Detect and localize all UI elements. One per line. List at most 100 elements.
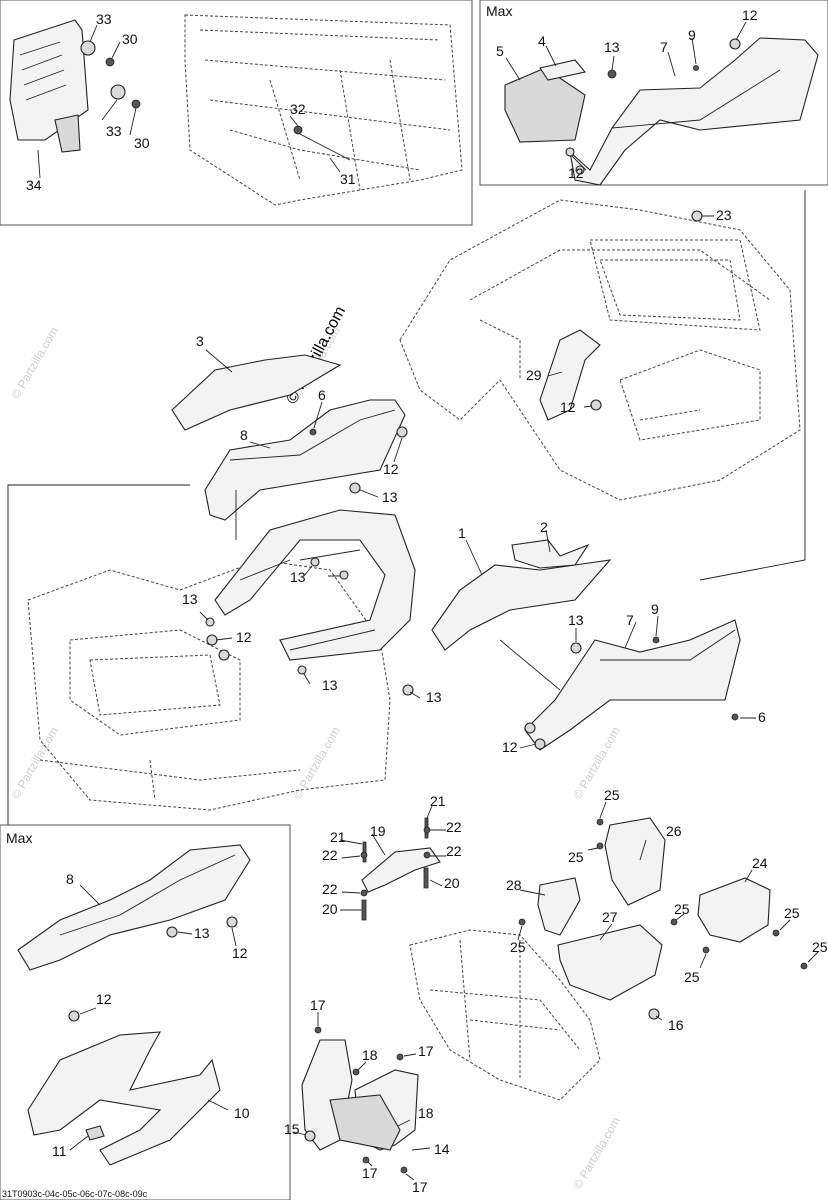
callout-label: 8 <box>240 427 248 443</box>
nut-13 <box>570 642 582 654</box>
fender-8-max <box>17 844 251 971</box>
leader-lines <box>205 349 403 540</box>
nut-13e <box>402 684 414 696</box>
callout-label: 25 <box>812 939 828 955</box>
panel-title: Max <box>486 3 512 19</box>
nut-12 <box>590 399 602 411</box>
fender-8-edge <box>229 409 396 461</box>
callout-label: 30 <box>134 135 150 151</box>
nut-18 <box>352 1068 360 1076</box>
leader-lines <box>465 529 756 749</box>
guard-26 <box>604 817 666 906</box>
callout-label: 1 <box>458 525 466 541</box>
callout-label: 24 <box>752 855 768 871</box>
leader-lines <box>505 21 747 171</box>
washer-22a <box>360 851 368 859</box>
bolt-31 <box>299 133 351 161</box>
bolt-20a <box>361 899 367 921</box>
callout-label: 22 <box>446 843 462 859</box>
callout-label: 18 <box>418 1105 434 1121</box>
bracket-14 <box>329 1094 401 1151</box>
callout-label: 20 <box>444 875 460 891</box>
nut-12a <box>206 634 218 646</box>
guard-29 <box>539 329 601 421</box>
callout-label: 22 <box>322 881 338 897</box>
front-body-assembly: 13 13 12 13 13 <box>27 509 442 811</box>
guards-group: 25 25 26 28 27 24 25 25 25 25 25 16 <box>409 787 828 1101</box>
panel-title: Max <box>6 830 32 846</box>
nut-12a <box>524 722 536 734</box>
callout-label: 7 <box>626 612 634 628</box>
leader-lines <box>69 884 237 1151</box>
nut-30a <box>105 57 115 67</box>
screw-17c <box>362 1156 370 1164</box>
trim-4 <box>539 59 587 81</box>
nut-12 <box>396 426 408 438</box>
callout-label: 13 <box>568 612 584 628</box>
grommet-33b <box>110 84 126 100</box>
callout-label: 12 <box>560 399 576 415</box>
fender-7 <box>524 619 741 751</box>
panel-top-left: 33 30 32 31 33 30 34 <box>0 0 473 226</box>
callout-label: 5 <box>496 43 504 59</box>
bracket-2 <box>511 539 590 569</box>
screw-6 <box>309 428 317 436</box>
nut-12-top <box>729 38 741 50</box>
callout-label: 7 <box>660 39 668 55</box>
bracket-19 <box>361 847 441 893</box>
leader-lines <box>547 215 714 408</box>
skid-27 <box>557 924 663 1001</box>
callout-label: 29 <box>526 367 542 383</box>
callout-label: 13 <box>604 39 620 55</box>
fender-edge <box>611 69 781 129</box>
callout-label: 25 <box>684 969 700 985</box>
nut-13b <box>339 570 349 580</box>
callout-label: 12 <box>502 739 518 755</box>
callout-label: 17 <box>310 997 326 1013</box>
nut-13 <box>349 482 361 494</box>
nut-12-bottom-a <box>565 147 575 157</box>
bolt-20b <box>423 867 429 889</box>
callout-label: 16 <box>668 1017 684 1033</box>
callout-label: 4 <box>538 33 546 49</box>
callout-label: 22 <box>322 847 338 863</box>
washer-22d <box>360 889 368 897</box>
screw-6 <box>731 713 739 721</box>
callout-label: 25 <box>568 849 584 865</box>
screw-25f <box>702 946 710 954</box>
box-bracket <box>54 114 81 153</box>
nut-12-lower <box>68 1010 80 1022</box>
callout-label: 13 <box>290 569 306 585</box>
nut-23 <box>691 210 703 222</box>
screw-17b <box>396 1053 404 1061</box>
fender-8 <box>204 399 406 521</box>
panel-top-right-max: Max 5 4 13 7 9 12 12 <box>479 0 828 186</box>
screw-9 <box>652 636 660 644</box>
callout-label: 25 <box>784 905 800 921</box>
callout-label: 25 <box>674 901 690 917</box>
screw-17a <box>314 1026 322 1034</box>
rear-rack <box>214 509 416 661</box>
callout-label: 28 <box>506 877 522 893</box>
callout-label: 13 <box>182 591 198 607</box>
callout-label: 33 <box>106 123 122 139</box>
panel-border <box>0 824 291 1200</box>
trim-3 <box>171 354 342 431</box>
nut-13 <box>166 926 178 938</box>
screw-9 <box>693 65 699 71</box>
bracket-19-group: 21 22 19 22 21 22 22 20 20 <box>322 793 462 921</box>
washer-22c <box>423 851 431 859</box>
callout-label: 17 <box>362 1165 378 1181</box>
callout-label: 12 <box>568 165 584 181</box>
leader-lines <box>199 565 421 699</box>
bumper-guard-group: 17 18 17 18 15 14 17 17 <box>284 997 450 1195</box>
nut-12b <box>534 738 546 750</box>
leader-lines <box>293 1012 431 1181</box>
fender-7-max <box>569 37 819 186</box>
callout-label: 3 <box>196 333 204 349</box>
callout-label: 21 <box>430 793 446 809</box>
callout-label: 9 <box>651 601 659 617</box>
nut-13d <box>297 665 307 675</box>
chassis-frame-lower <box>409 929 601 1101</box>
